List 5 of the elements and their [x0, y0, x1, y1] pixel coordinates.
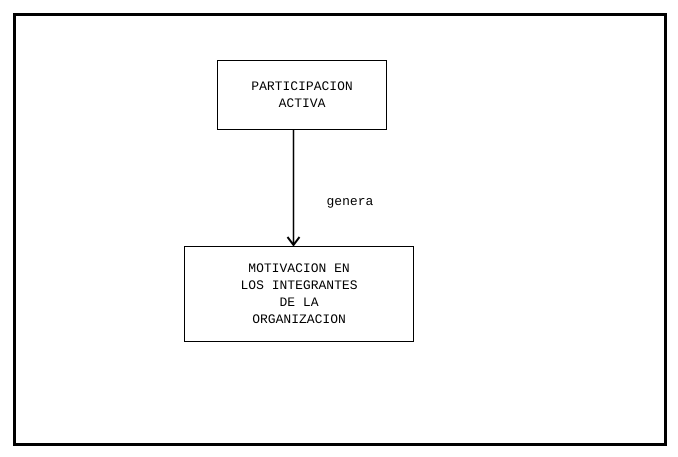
arrow: [286, 130, 300, 246]
box-text: MOTIVACION EN LOS INTEGRANTES DE LA ORGANIZACION: [239, 260, 359, 328]
box-text: PARTICIPACION ACTIVA: [250, 78, 354, 112]
process-box: [217, 60, 387, 130]
process-box: [184, 246, 414, 342]
